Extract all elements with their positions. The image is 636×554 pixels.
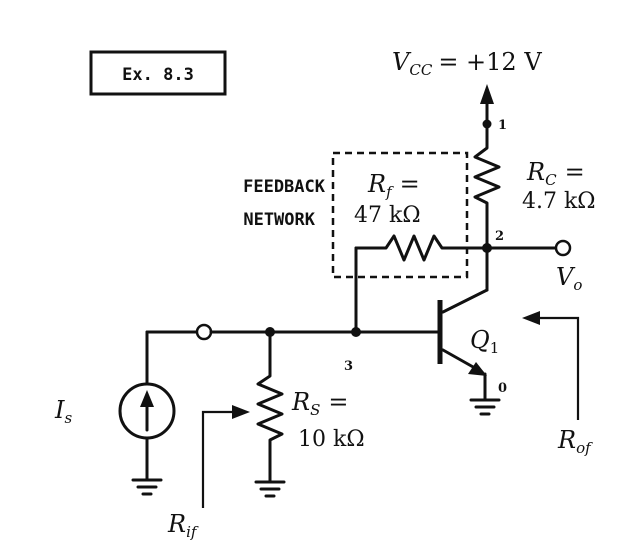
vcc-label: VCC= +12 V [392, 48, 542, 79]
emitter-arrow-icon [468, 362, 487, 376]
rs-label: RS= [291, 388, 348, 419]
feedback-label-line1: FEEDBACK [243, 177, 326, 197]
vo-label: Vo [556, 263, 582, 294]
rf-value: 47 kΩ [354, 203, 421, 228]
vo-terminal [554, 239, 572, 257]
rs-resistor [256, 330, 284, 484]
rs-value: 10 kΩ [298, 427, 365, 452]
q1-label: Q1 [470, 326, 499, 357]
node-3-label: 3 [344, 359, 353, 374]
source-arrow-icon [140, 390, 154, 407]
node-2-label: 2 [495, 229, 504, 244]
rf-resistor [354, 234, 489, 262]
feedback-network-box [331, 151, 469, 279]
rif-label: Rif [167, 510, 199, 541]
rof-arrow-line [536, 316, 580, 420]
feedback-label-line2: NETWORK [243, 210, 315, 230]
rc-label: RC= [526, 158, 585, 189]
node-3-dot [351, 327, 361, 337]
collector-lead [441, 288, 489, 314]
rc-resistor [473, 136, 501, 250]
rc-value: 4.7 kΩ [522, 189, 596, 214]
rf-label: Rf= [367, 170, 420, 201]
example-box [89, 50, 227, 96]
input-terminal [195, 323, 213, 341]
is-label: Is [54, 396, 72, 427]
emitter-ground-icon [469, 398, 501, 416]
vcc-arrow-icon [480, 84, 494, 104]
rs-ground-icon [254, 480, 286, 498]
rof-label: Rof [557, 426, 593, 457]
source-ground-icon [131, 478, 163, 496]
rif-arrow-icon [232, 405, 250, 419]
node-1-label: 1 [498, 118, 507, 133]
example-label: Ex. 8.3 [122, 65, 194, 85]
node-1-dot [482, 119, 492, 129]
rof-arrow-icon [522, 311, 540, 325]
rif-arrow-line [201, 410, 236, 508]
node-0-label: 0 [498, 381, 507, 396]
